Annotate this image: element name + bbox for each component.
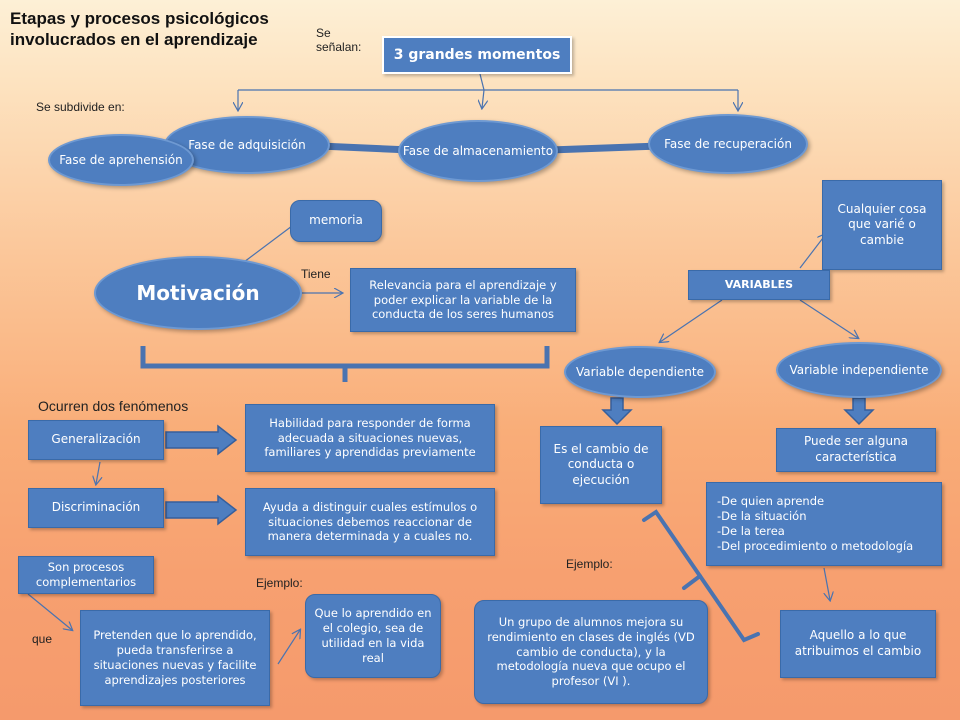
lista-item: -De la situación bbox=[717, 509, 807, 524]
motivacion-bracket bbox=[140, 346, 550, 382]
node-variable-independiente[interactable]: Variable independiente bbox=[776, 342, 942, 398]
node-fase-recuperacion[interactable]: Fase de recuperación bbox=[648, 114, 808, 174]
phases-connector bbox=[316, 142, 664, 154]
node-motivacion[interactable]: Motivación bbox=[94, 256, 302, 330]
node-habilidad[interactable]: Habilidad para responder de forma adecua… bbox=[245, 404, 495, 472]
node-puede-ser[interactable]: Puede ser alguna característica bbox=[776, 428, 936, 472]
label-ocurren: Ocurren dos fenómenos bbox=[38, 398, 189, 414]
label-ejemplo-left: Ejemplo: bbox=[256, 576, 303, 590]
label-se-senalan: Se señalan: bbox=[316, 26, 362, 54]
node-fase-aprehension[interactable]: Fase de aprehensión bbox=[48, 134, 194, 186]
left-connectors bbox=[27, 461, 300, 665]
node-variable-dependiente[interactable]: Variable dependiente bbox=[564, 346, 716, 398]
node-discriminacion[interactable]: Discriminación bbox=[28, 488, 164, 528]
momentos-connector bbox=[238, 73, 738, 110]
node-ejemplo-grupo[interactable]: Un grupo de alumnos mejora su rendimient… bbox=[474, 600, 708, 704]
motivacion-connectors bbox=[243, 225, 342, 293]
label-que: que bbox=[32, 632, 53, 646]
node-3-grandes-momentos[interactable]: 3 grandes momentos bbox=[382, 36, 572, 74]
fat-arrows bbox=[165, 424, 238, 526]
node-cualquier-cosa[interactable]: Cualquier cosa que varié o cambie bbox=[822, 180, 942, 270]
block-arrows bbox=[601, 397, 875, 426]
lista-item: -De quien aprende bbox=[717, 494, 825, 509]
variables-connectors bbox=[660, 234, 858, 342]
node-lista-caracteristicas[interactable]: -De quien aprende -De la situación -De l… bbox=[706, 482, 942, 566]
node-memoria[interactable]: memoria bbox=[290, 200, 382, 242]
node-es-el-cambio[interactable]: Es el cambio de conducta o ejecución bbox=[540, 426, 662, 504]
node-ayuda[interactable]: Ayuda a distinguir cuales estímulos o si… bbox=[245, 488, 495, 556]
label-se-subdivide: Se subdivide en: bbox=[36, 100, 125, 114]
node-variables[interactable]: VARIABLES bbox=[688, 270, 830, 300]
lista-item: -Del procedimiento o metodología bbox=[717, 538, 914, 553]
node-generalizacion[interactable]: Generalización bbox=[28, 420, 164, 460]
lista-item: -De la terea bbox=[717, 524, 785, 538]
label-tiene: Tiene bbox=[301, 267, 331, 281]
node-aquello[interactable]: Aquello a lo que atribuimos el cambio bbox=[780, 610, 936, 678]
node-son-procesos[interactable]: Son procesos complementarios bbox=[18, 556, 154, 594]
label-ejemplo-right: Ejemplo: bbox=[566, 557, 613, 571]
node-relevancia[interactable]: Relevancia para el aprendizaje y poder e… bbox=[350, 268, 576, 332]
node-pretenden[interactable]: Pretenden que lo aprendido, pueda transf… bbox=[80, 610, 270, 706]
node-que-lo-aprendido[interactable]: Que lo aprendido en el colegio, sea de u… bbox=[305, 594, 441, 678]
page-title: Etapas y procesos psicológicos involucra… bbox=[10, 9, 269, 50]
node-fase-almacenamiento[interactable]: Fase de almacenamiento bbox=[398, 120, 558, 182]
right-connectors bbox=[823, 567, 830, 600]
lista-caracteristicas: -De quien aprende -De la situación -De l… bbox=[717, 494, 913, 554]
example-bracket bbox=[642, 509, 760, 643]
